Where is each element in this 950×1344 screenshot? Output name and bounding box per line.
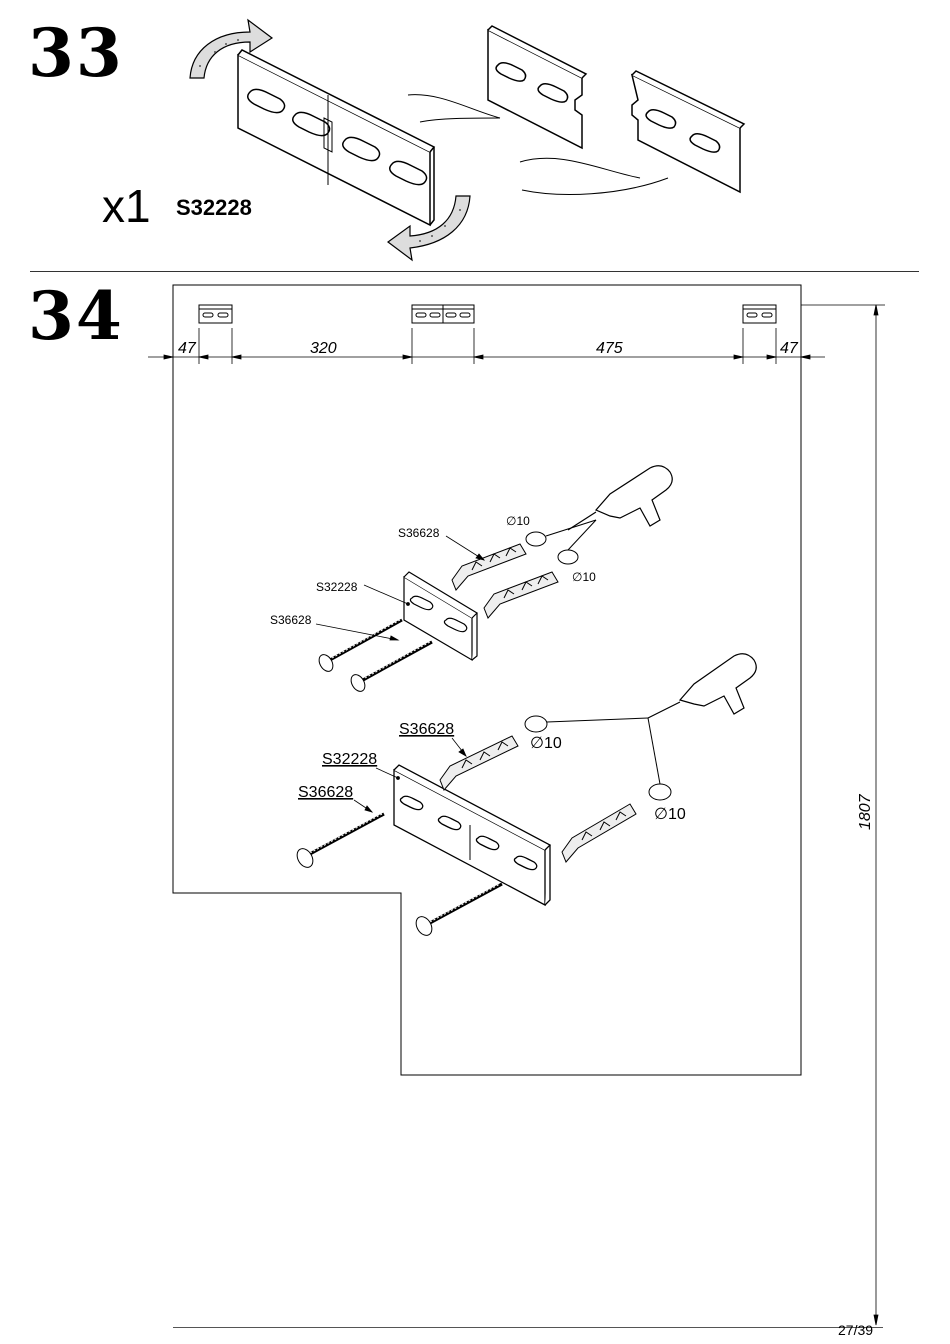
part-code-label: S32228 — [176, 195, 252, 220]
upper-drill-holes — [525, 519, 597, 565]
upper-drill-diameter-2: ∅10 — [572, 570, 596, 584]
dimension-right-offset: 47 — [780, 340, 799, 357]
upper-plug-label: S36628 — [398, 526, 440, 540]
mounting-bracket-right — [742, 304, 777, 324]
dimension-first-gap: 320 — [310, 340, 337, 357]
upper-screws — [318, 618, 433, 692]
vertical-dimension — [801, 304, 885, 1326]
footer-rule — [173, 1327, 883, 1328]
upper-wall-plugs — [451, 543, 559, 619]
dimension-second-gap: 475 — [596, 340, 623, 357]
lower-drill-diameter-1: ∅10 — [530, 735, 562, 752]
dimension-height: 1807 — [857, 793, 874, 830]
lower-screw-label: S36628 — [298, 784, 353, 801]
upper-bracket-label: S32228 — [316, 580, 358, 594]
lower-drill-diameter-2: ∅10 — [654, 806, 686, 823]
wall-outline — [172, 284, 802, 1076]
horizontal-dimensions — [148, 328, 825, 364]
drill-icon — [567, 465, 673, 531]
lower-bracket — [393, 764, 552, 907]
step-divider — [30, 271, 919, 272]
dimension-left-offset: 47 — [178, 340, 197, 357]
lower-bracket-label: S32228 — [322, 751, 377, 768]
rotate-arrow-top-icon — [189, 18, 274, 79]
lower-plug-label: S36628 — [399, 721, 454, 738]
rotate-arrow-bottom-icon — [386, 195, 471, 262]
page-number: 27/39 — [838, 1322, 874, 1338]
step-number-34: 34 — [28, 277, 124, 355]
quantity-label: x1 — [102, 180, 151, 232]
bracket-half-right — [630, 70, 746, 194]
bracket-half-left — [487, 25, 588, 150]
step33-illustration — [189, 18, 746, 262]
lower-drill-holes — [524, 715, 672, 801]
mounting-bracket-center — [411, 304, 475, 324]
upper-drill-diameter-1: ∅10 — [506, 514, 530, 528]
bracket-perspective — [237, 49, 436, 227]
upper-leader-lines — [315, 535, 486, 641]
upper-screw-label: S36628 — [270, 613, 312, 627]
break-lines — [407, 94, 669, 195]
lower-leader-lines — [353, 737, 467, 813]
lower-wall-plugs — [439, 735, 637, 863]
step-number-33: 33 — [28, 14, 124, 92]
mounting-bracket-left — [198, 304, 233, 324]
upper-bracket — [403, 571, 478, 662]
drill-icon-lower — [647, 653, 757, 719]
lower-screws — [296, 812, 503, 936]
